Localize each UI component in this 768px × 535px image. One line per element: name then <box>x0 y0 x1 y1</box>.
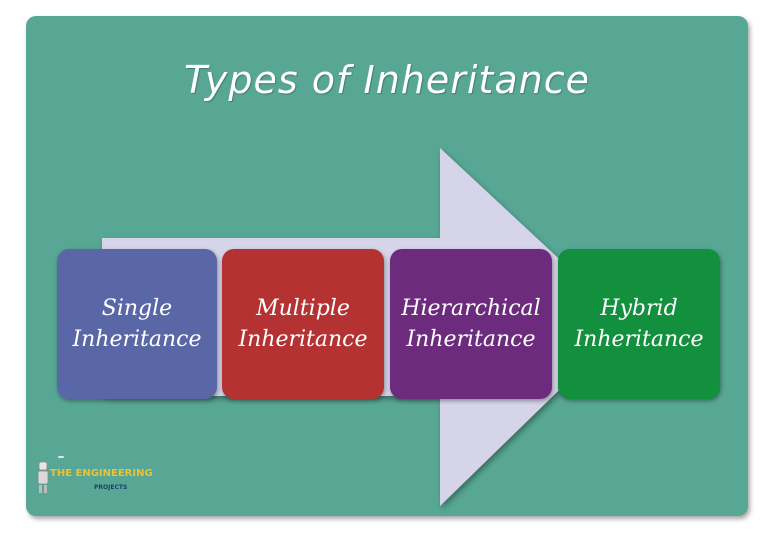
logo-tagline <box>58 456 64 458</box>
brand-logo: THE ENGINEERING PROJECTS <box>32 456 153 500</box>
box-hierarchical-inheritance: Hierarchical Inheritance <box>390 249 552 399</box>
robot-mascot-icon <box>37 462 49 493</box>
box-single-inheritance: Single Inheritance <box>57 249 217 399</box>
box-hybrid-inheritance: Hybrid Inheritance <box>558 249 720 399</box>
logo-name: THE ENGINEERING <box>50 468 153 479</box>
box-label-line2: Inheritance <box>574 327 704 352</box>
box-label-line2: Inheritance <box>406 327 536 352</box>
box-label-line2: Inheritance <box>72 327 202 352</box>
box-label-line1: Single <box>101 296 173 321</box>
box-label-line2: Inheritance <box>238 327 368 352</box>
slide-card: Types of Inheritance Single Inheritance … <box>26 16 748 516</box>
box-label-line1: Multiple <box>256 296 350 321</box>
box-label-line1: Hybrid <box>600 296 678 321</box>
logo-subname: PROJECTS <box>94 484 128 491</box>
box-label-line1: Hierarchical <box>401 296 541 321</box>
box-multiple-inheritance: Multiple Inheritance <box>222 249 384 399</box>
page-title: Types of Inheritance <box>184 58 590 102</box>
